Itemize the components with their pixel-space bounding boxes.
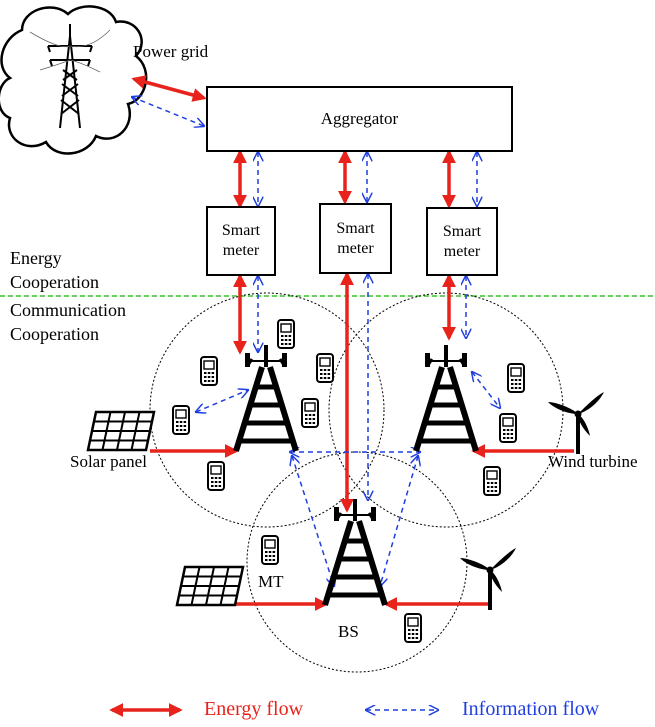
bs-info-links xyxy=(196,372,500,586)
legend-energy-flow: Energy flow xyxy=(204,698,304,720)
smart-meter-label-1: Smart xyxy=(442,222,482,240)
base-station-right-icon xyxy=(416,345,476,451)
energy-cooperation-line-1: Energy xyxy=(10,248,62,268)
power-grid-label: Power grid xyxy=(133,42,209,61)
aggregator-box: Aggregator xyxy=(206,86,513,152)
communication-cooperation-line-1: Communication xyxy=(10,300,126,320)
energy-cooperation-label: Energy Cooperation xyxy=(10,246,99,294)
solar-panel-label: Solar panel xyxy=(70,452,147,471)
smart-meter-label-2: meter xyxy=(443,242,481,260)
solar-panel-icon xyxy=(86,410,156,452)
communication-cooperation-line-2: Cooperation xyxy=(10,324,99,344)
smart-meter-label-1: Smart xyxy=(336,219,375,237)
smart-meter-label-2: meter xyxy=(337,239,374,257)
communication-cooperation-label: Communication Cooperation xyxy=(10,298,126,346)
wind-turbine-icon xyxy=(546,390,606,456)
base-station-bottom-icon xyxy=(325,499,385,605)
wind-turbine-label: Wind turbine xyxy=(548,452,638,471)
renewable-energy-arrows xyxy=(150,444,574,611)
aggregator-label: Aggregator xyxy=(320,109,399,128)
aggregator-meter-arrows xyxy=(233,149,477,209)
grid-info-arrow xyxy=(132,97,204,126)
smart-meter-label-1: Smart xyxy=(221,222,261,239)
legend-information-flow: Information flow xyxy=(462,698,600,720)
energy-cooperation-line-2: Cooperation xyxy=(10,272,99,292)
meter-bs-arrows xyxy=(233,271,466,513)
wind-turbine-icon xyxy=(458,546,518,612)
smart-meter-left: Smart meter xyxy=(206,206,276,276)
base-station-left-icon xyxy=(236,345,296,451)
smart-meter-right: Smart meter xyxy=(426,207,498,276)
grid-energy-arrow xyxy=(131,75,207,102)
smart-meter-label-2: meter xyxy=(222,242,260,259)
smart-meter-center: Smart meter xyxy=(319,203,392,274)
mt-label: MT xyxy=(258,572,284,591)
power-grid-cloud-icon xyxy=(0,5,148,155)
bs-label: BS xyxy=(338,622,359,641)
solar-panel-icon xyxy=(175,565,245,607)
